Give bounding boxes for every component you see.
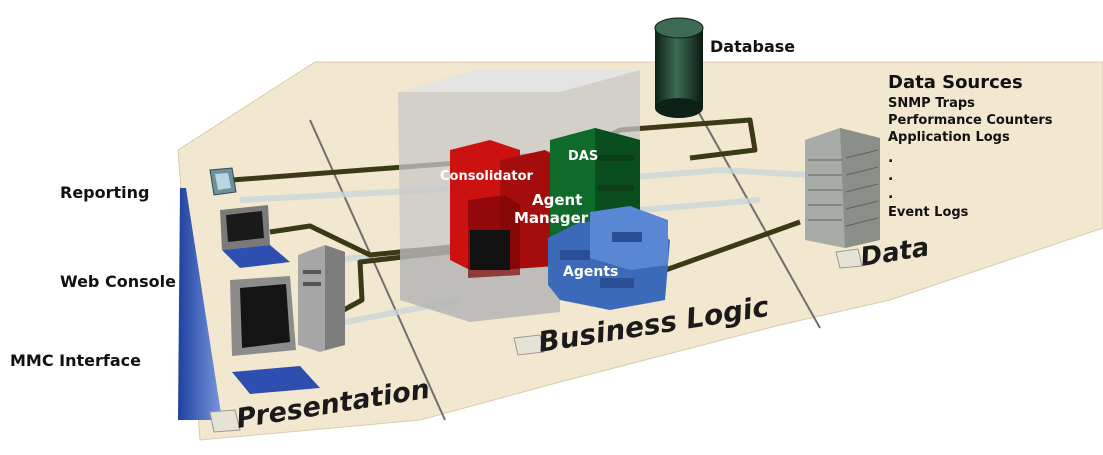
- das-label: DAS: [568, 149, 598, 164]
- data-source-item: SNMP Traps: [888, 96, 975, 111]
- database-icon: [654, 17, 704, 118]
- data-source-item: Performance Counters: [888, 113, 1053, 128]
- data-source-item: Application Logs: [888, 130, 1010, 145]
- agents-label: Agents: [563, 264, 618, 280]
- data-source-item: .: [888, 168, 893, 184]
- data-source-item: .: [888, 186, 893, 202]
- agent-manager-label-line2: Manager: [514, 209, 589, 227]
- web-console-label: Web Console: [60, 272, 176, 291]
- mmc-interface-label: MMC Interface: [10, 351, 141, 370]
- consolidator-label: Consolidator: [440, 169, 534, 184]
- data-server-icon: [805, 128, 880, 248]
- reporting-label: Reporting: [60, 183, 149, 202]
- agent-manager-label-line1: Agent: [532, 191, 582, 209]
- data-sources-title: Data Sources: [888, 72, 1023, 93]
- web-console-laptop-icon: [220, 205, 290, 268]
- data-label-plate: [835, 248, 863, 269]
- presentation-blue-strip: [178, 188, 222, 420]
- database-label: Database: [710, 37, 795, 56]
- data-source-item: .: [888, 150, 893, 166]
- reporting-device-icon: [209, 167, 237, 196]
- agents-cluster: [548, 206, 670, 310]
- business-logic-label-plate: [513, 334, 545, 356]
- data-source-item: Event Logs: [888, 205, 969, 220]
- presentation-label-plate: [209, 409, 241, 433]
- mmc-workstation-icon: [230, 245, 345, 394]
